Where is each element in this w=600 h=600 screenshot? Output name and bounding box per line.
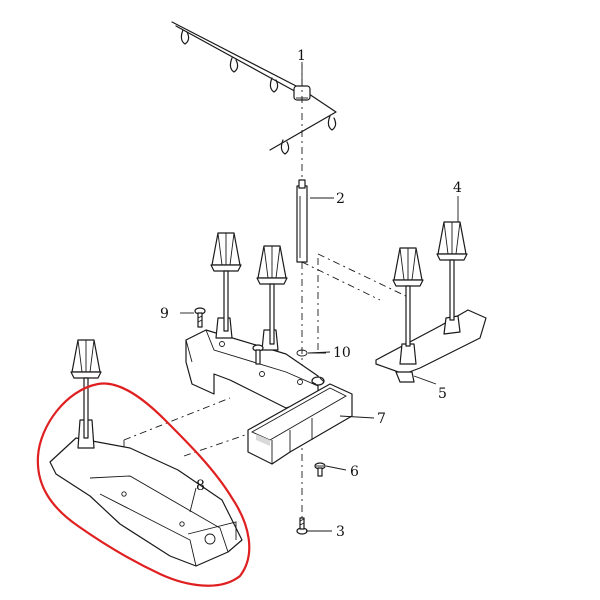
leader-lines — [189, 64, 459, 532]
left-spool-base — [49, 419, 243, 567]
thread-guide-wire — [171, 21, 337, 155]
callout-9: 9 — [160, 306, 169, 322]
screw — [180, 307, 206, 328]
callout-4: 4 — [453, 180, 462, 196]
callout-8: 8 — [196, 478, 205, 494]
accessory-tray — [247, 376, 353, 465]
center-spool-base — [185, 317, 319, 409]
callout-1: 1 — [297, 48, 306, 64]
screw — [296, 517, 308, 535]
highlight-loop — [36, 382, 251, 587]
callout-2: 2 — [336, 191, 345, 207]
screw — [314, 462, 326, 477]
callout-6: 6 — [350, 464, 359, 480]
right-spool-base — [375, 309, 487, 383]
callout-7: 7 — [377, 411, 386, 427]
stand-rod — [296, 179, 308, 263]
callout-10: 10 — [333, 345, 351, 361]
callout-3: 3 — [336, 524, 345, 540]
screw — [252, 344, 264, 365]
callout-5: 5 — [438, 386, 447, 402]
